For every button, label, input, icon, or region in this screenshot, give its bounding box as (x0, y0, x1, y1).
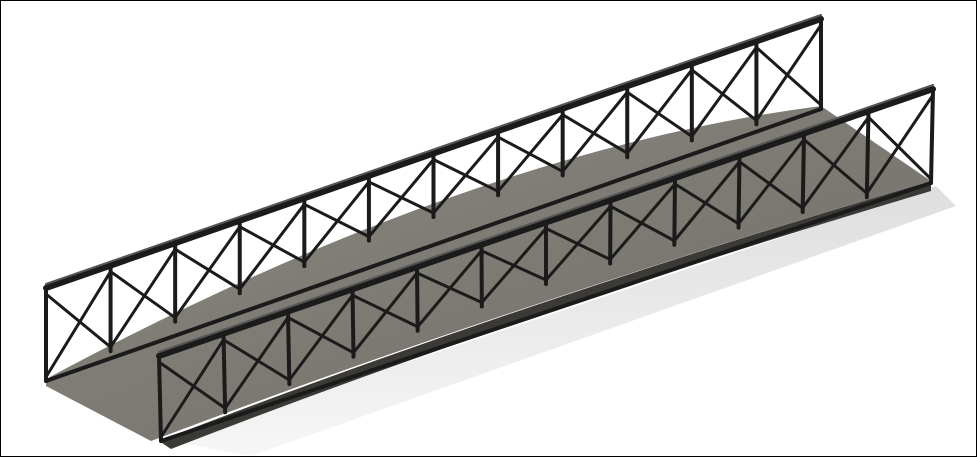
near-truss-diagonal (544, 204, 612, 282)
near-truss-post (415, 265, 420, 333)
near-truss-top-rail-highlight (158, 84, 934, 353)
far-truss-diagonal (690, 45, 758, 138)
far-truss-diagonal (109, 247, 177, 349)
far-truss-bottom-chord (44, 107, 823, 383)
near-truss-diagonal (157, 360, 227, 410)
far-truss-diagonal (690, 68, 758, 122)
near-truss-diagonal (287, 293, 354, 382)
far-truss-diagonal (367, 158, 435, 239)
near-truss-diagonal (673, 182, 740, 226)
near-truss-diagonal (737, 138, 806, 226)
near-truss-diagonal (801, 115, 870, 210)
near-truss-post (864, 109, 871, 200)
near-truss-diagonal (867, 115, 933, 181)
far-truss-top-rail-highlight (45, 14, 822, 285)
near-truss-diagonal (865, 93, 935, 195)
ground-shadow (171, 186, 956, 456)
near-truss-diagonal (738, 160, 805, 210)
far-truss-diagonal (302, 180, 371, 264)
near-truss (156, 84, 936, 443)
far-truss-diagonal (432, 135, 500, 215)
near-truss-diagonal (352, 271, 419, 355)
near-truss-diagonal (608, 182, 677, 261)
near-truss-post (736, 153, 742, 230)
near-truss-bottom-chord (159, 181, 933, 443)
near-truss-post (221, 331, 228, 415)
near-truss-diagonal (286, 316, 355, 355)
far-truss-diagonal (754, 23, 823, 122)
near-truss-post (672, 176, 677, 247)
far-truss-diagonal (44, 292, 113, 349)
far-truss-diagonal (44, 270, 113, 379)
far-truss-diagonal (173, 247, 242, 291)
far-truss-diagonal (625, 90, 694, 138)
near-truss-diagonal (802, 138, 869, 195)
far-truss-diagonal (754, 45, 823, 107)
near-truss-post (929, 87, 935, 185)
far-truss-diagonal (561, 90, 629, 173)
near-truss-post (800, 131, 806, 214)
bridge-deck (46, 106, 931, 441)
near-truss-post (350, 287, 356, 359)
near-truss-post (157, 354, 163, 443)
near-truss-diagonal (223, 316, 290, 410)
near-truss-diagonal (480, 227, 548, 304)
far-truss-diagonal (109, 270, 177, 320)
near-truss-post (286, 309, 292, 386)
near-truss-diagonal (672, 160, 741, 243)
near-truss-diagonal (222, 338, 291, 382)
far-truss-diagonal (496, 113, 565, 193)
near-truss-diagonal (416, 249, 483, 329)
far-truss-diagonal (238, 202, 306, 291)
far-truss-diagonal (625, 68, 694, 155)
far-truss (43, 14, 824, 383)
near-truss-diagonal (159, 338, 225, 439)
far-truss-diagonal (173, 225, 242, 320)
